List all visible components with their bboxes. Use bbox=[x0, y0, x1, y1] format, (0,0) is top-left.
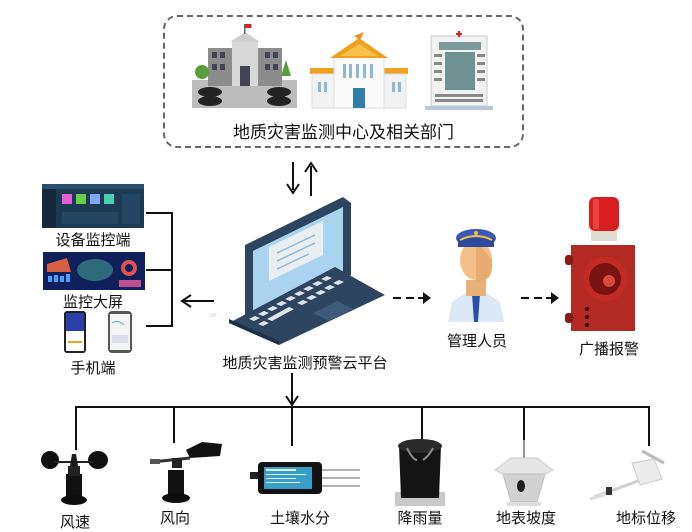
alarm-label: 广播报警 bbox=[578, 340, 639, 358]
inclinometer-icon bbox=[494, 440, 554, 506]
bracket-vertical bbox=[171, 212, 173, 326]
manager-label: 管理人员 bbox=[446, 332, 507, 350]
siren-alarm-icon bbox=[565, 197, 635, 331]
sensor-drop-line-displacement bbox=[648, 406, 650, 446]
anemometer-icon bbox=[41, 451, 108, 505]
monitoring-center-title: 地质灾害监测中心及相关部门 bbox=[233, 123, 454, 143]
client-label-big-screen: 监控大屏 bbox=[62, 293, 123, 311]
desktop-dashboard-icon bbox=[42, 184, 144, 228]
sensor-label-wind-speed: 风速 bbox=[59, 513, 90, 531]
displacement-sensor-icon bbox=[589, 449, 665, 501]
monitoring-center-group bbox=[163, 15, 524, 148]
client-label-mobile: 手机端 bbox=[70, 359, 116, 377]
bracket-line-mobile bbox=[146, 325, 173, 327]
sensor-label-soil-moisture: 土壤水分 bbox=[269, 509, 330, 527]
bracket-line-desktop bbox=[146, 212, 173, 214]
staff-officer-icon bbox=[448, 229, 504, 322]
platform-label: 地质灾害监测预警云平台 bbox=[222, 354, 388, 372]
big-screen-dashboard-icon bbox=[43, 252, 145, 290]
sensor-label-rain: 降雨量 bbox=[397, 509, 443, 527]
sensor-drop-line-rain bbox=[421, 406, 423, 440]
sensor-bus-line bbox=[75, 406, 649, 408]
sensor-drop-line-soil bbox=[291, 406, 293, 446]
sensor-label-displacement: 地标位移 bbox=[615, 509, 676, 527]
client-label-desktop: 设备监控端 bbox=[55, 231, 131, 249]
bidirectional-arrow-icon bbox=[286, 161, 318, 196]
left-arrow-icon bbox=[180, 294, 214, 308]
dashed-arrow-to-manager-icon bbox=[393, 292, 431, 304]
laptop-icon bbox=[208, 197, 385, 345]
sensor-drop-line-wind-speed bbox=[75, 406, 77, 450]
sensor-label-slope: 地表坡度 bbox=[495, 509, 556, 527]
wind-vane-icon bbox=[150, 442, 222, 503]
down-arrow-icon bbox=[285, 373, 299, 407]
government-building-icon bbox=[192, 24, 297, 108]
hospital-tower-icon bbox=[425, 31, 493, 110]
sensor-label-wind-direction: 风向 bbox=[159, 509, 190, 527]
administration-hall-icon bbox=[310, 32, 408, 109]
bracket-line-big-screen bbox=[146, 269, 173, 271]
mobile-phones-icon bbox=[64, 311, 132, 353]
rain-gauge-icon bbox=[395, 439, 445, 506]
soil-moisture-sensor-icon bbox=[250, 462, 360, 494]
sensor-drop-line-wind-direction bbox=[173, 406, 175, 443]
dashed-arrow-to-alarm-icon bbox=[521, 292, 559, 304]
sensor-drop-line-slope bbox=[523, 406, 525, 446]
